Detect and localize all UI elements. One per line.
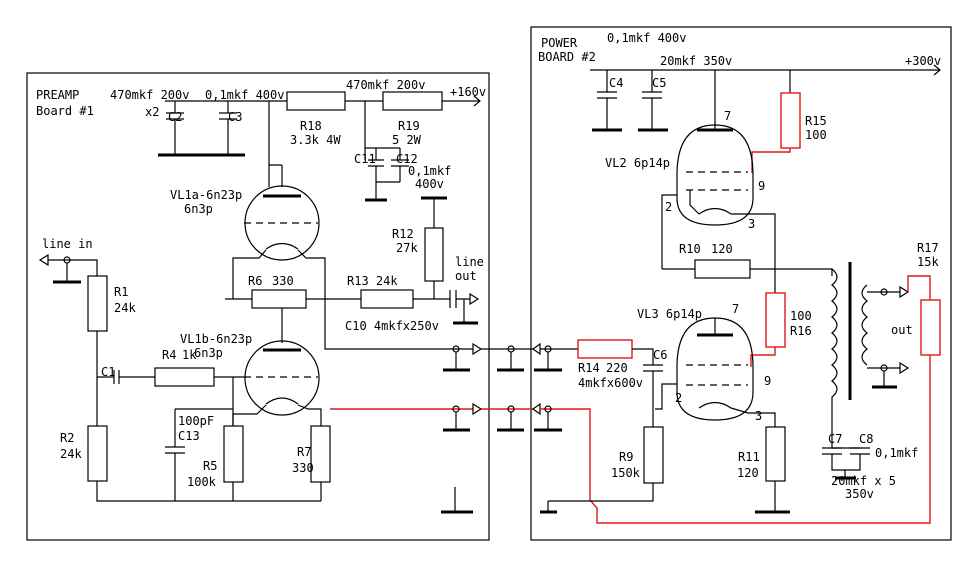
label-r1-value: 24k <box>114 301 136 315</box>
label-c6: C6 <box>653 348 667 362</box>
label-r14: R14 <box>578 361 600 375</box>
label-line-out-2: out <box>455 269 477 283</box>
label-top-cap-power: 0,1mkf 400v <box>607 31 686 45</box>
label-r2: R2 <box>60 431 74 445</box>
label-c12-voltage: 400v <box>415 177 444 191</box>
label-vl2: VL2 6p14p <box>605 156 670 170</box>
label-plus300: +300v <box>905 54 941 68</box>
label-out: out <box>891 323 913 337</box>
label-vl2-pin3: 3 <box>748 217 755 231</box>
label-r15-value: 100 <box>805 128 827 142</box>
label-vl1b-alt: 6n3p <box>194 346 223 360</box>
label-r7: R7 <box>297 445 311 459</box>
label-c7-voltage: 350v <box>845 487 874 501</box>
label-vl3-pin3: 3 <box>755 409 762 423</box>
label-r5: R5 <box>203 459 217 473</box>
label-r19: R19 <box>398 119 420 133</box>
label-c8-value: 0,1mkf <box>875 446 918 460</box>
label-line-out-1: line <box>455 255 484 269</box>
label-r6: R6 <box>248 274 262 288</box>
label-top-cap: 0,1mkf 400v <box>205 88 284 102</box>
label-r16: R16 <box>790 324 812 338</box>
label-r4-value: 1k <box>182 348 197 362</box>
label-vl2-pin9: 9 <box>758 179 765 193</box>
label-c6-value: 4mkfx600v <box>578 376 643 390</box>
resistor-r10 <box>694 259 751 279</box>
label-r1: R1 <box>114 285 128 299</box>
label-r10-value: 120 <box>711 242 733 256</box>
label-c11-value: 470mkf 200v <box>346 78 425 92</box>
label-preamp-board: Board #1 <box>36 104 94 118</box>
label-line-in: line in <box>42 237 93 251</box>
label-r12-value: 27k <box>396 241 418 255</box>
label-c4: C4 <box>609 76 623 90</box>
label-r12: R12 <box>392 227 414 241</box>
label-x2: x2 <box>145 105 159 119</box>
label-preamp-title: PREAMP <box>36 88 79 102</box>
label-vl3: VL3 6p14p <box>637 307 702 321</box>
label-r7-value: 330 <box>292 461 314 475</box>
label-r4: R4 <box>162 348 176 362</box>
label-c3: C3 <box>228 110 242 124</box>
label-vl3-pin9: 9 <box>764 374 771 388</box>
label-vl1b: VL1b-6n23p <box>180 332 252 346</box>
plus160-arrow-icon <box>473 95 481 107</box>
label-r6-value: 330 <box>272 274 294 288</box>
label-power-title: POWER <box>541 36 578 50</box>
label-c8: C8 <box>859 432 873 446</box>
resistor-r17 <box>920 299 941 356</box>
label-r5-value: 100k <box>187 475 217 489</box>
label-vl3-pin2: 2 <box>675 391 682 405</box>
label-vl2-pin7: 7 <box>724 109 731 123</box>
label-r11-value: 120 <box>737 466 759 480</box>
label-c2: C2 <box>168 110 182 124</box>
label-vl1a-alt: 6n3p <box>184 202 213 216</box>
label-c12-value: 0,1mkf <box>408 164 451 178</box>
label-r9-value: 150k <box>611 466 641 480</box>
label-r18-value: 3.3k 4W <box>290 133 341 147</box>
resistor-r6 <box>251 289 307 309</box>
label-vl2-pin2: 2 <box>665 200 672 214</box>
label-c10: C10 4mkfx250v <box>345 319 439 333</box>
plus300-arrow-icon <box>933 64 941 76</box>
label-r14-value: 220 <box>606 361 628 375</box>
power-board-outline <box>530 26 952 541</box>
resistor-r19 <box>382 91 443 111</box>
label-r15: R15 <box>805 114 827 128</box>
label-c7: C7 <box>828 432 842 446</box>
preamp-board-outline <box>26 72 490 541</box>
label-c12: C12 <box>396 152 418 166</box>
label-r9: R9 <box>619 450 633 464</box>
label-c1: C1 <box>101 365 115 379</box>
tube-vl2 <box>676 124 754 226</box>
label-c13-value: 100pF <box>178 414 214 428</box>
label-r17: R17 <box>917 241 939 255</box>
label-r17-value: 15k <box>917 255 939 269</box>
resistor-r18 <box>286 91 346 111</box>
label-power-board: BOARD #2 <box>538 50 596 64</box>
label-r13: R13 24k <box>347 274 398 288</box>
label-c7-value: 20mkf x 5 <box>831 474 896 488</box>
label-c5: C5 <box>652 76 666 90</box>
tube-vl1b <box>244 340 320 416</box>
label-c2-c3-value: 470mkf 200v <box>110 88 189 102</box>
label-r16-value: 100 <box>790 309 812 323</box>
label-r11: R11 <box>738 450 760 464</box>
label-c4-c5-value: 20mkf 350v <box>660 54 732 68</box>
label-r18: R18 <box>300 119 322 133</box>
label-r2-value: 24k <box>60 447 82 461</box>
label-vl1a: VL1a-6n23p <box>170 188 242 202</box>
label-plus160: +160v <box>450 85 486 99</box>
label-c13: C13 <box>178 429 200 443</box>
label-c11: C11 <box>354 152 376 166</box>
label-vl3-pin7: 7 <box>732 302 739 316</box>
label-r10: R10 <box>679 242 701 256</box>
label-r19-value: 5 2W <box>392 133 422 147</box>
tube-vl3 <box>676 317 754 421</box>
resistor-r13 <box>360 289 414 309</box>
